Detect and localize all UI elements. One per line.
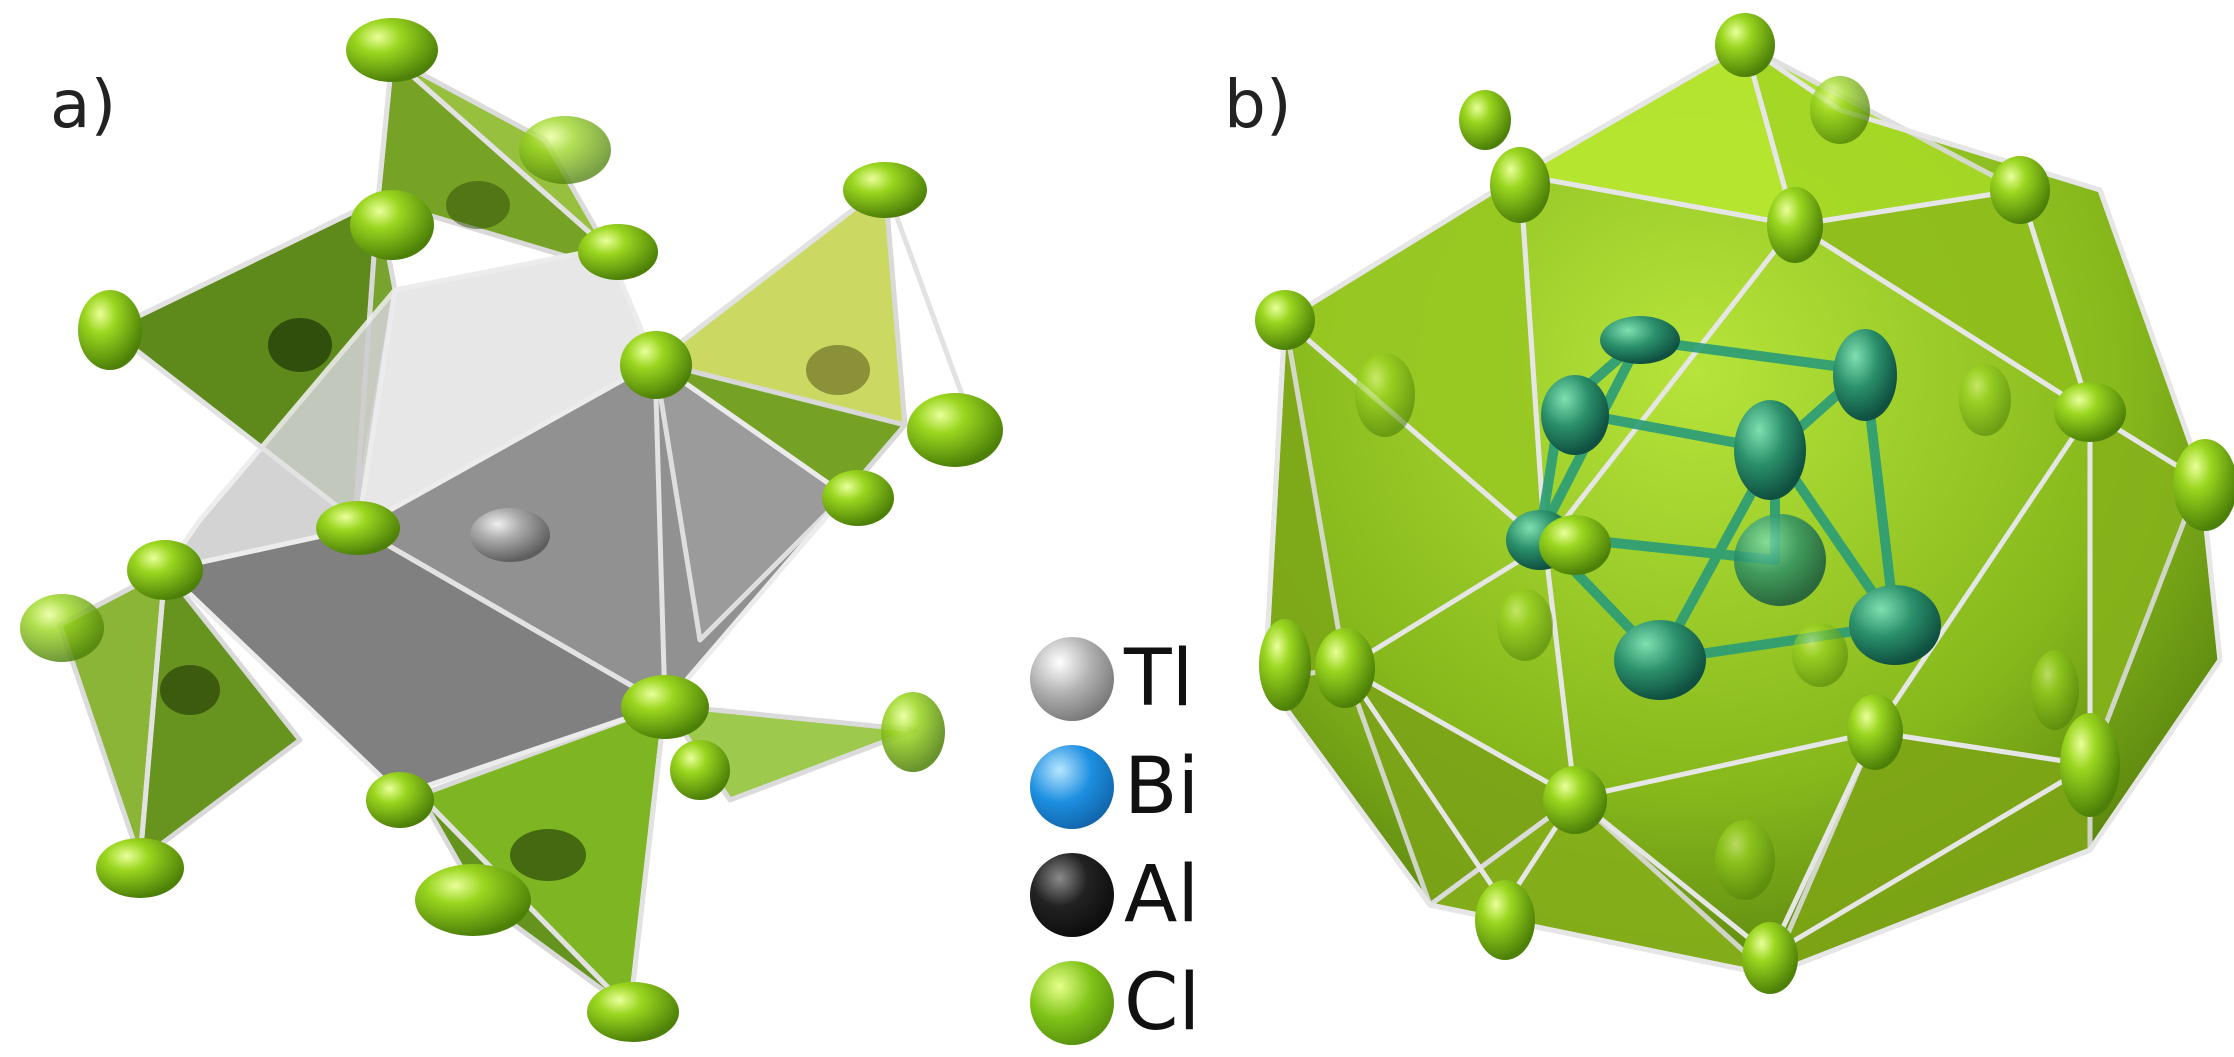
chlorine-atoms [20, 18, 1003, 1042]
al-atom [160, 665, 220, 715]
panel-a-structure [20, 18, 1003, 1042]
tl-sphere-icon [1030, 637, 1114, 721]
bismuth-cluster [1506, 316, 1941, 700]
al-sphere-icon [1030, 853, 1114, 937]
al-atom [446, 181, 510, 229]
al-atom [268, 318, 332, 372]
legend-label: Cl [1124, 958, 1201, 1048]
legend-label: Al [1124, 850, 1200, 940]
panel-a-label: a) [50, 66, 117, 143]
panel-b-label: b) [1224, 66, 1292, 143]
legend-item-bi: Bi [1030, 733, 1200, 841]
legend-label: Tl [1124, 634, 1194, 724]
legend-item-cl: Cl [1030, 949, 1200, 1057]
tl-coordination-polyhedron [162, 245, 848, 798]
legend-label: Bi [1124, 742, 1200, 832]
cl-sphere-icon [1030, 961, 1114, 1045]
al-atom [806, 345, 870, 395]
shell-edges [1262, 42, 2223, 978]
bi-sphere-icon [1030, 745, 1114, 829]
legend-item-tl: Tl [1030, 625, 1200, 733]
chlorine-atoms [1255, 13, 2234, 994]
al-atom [510, 829, 586, 881]
element-legend: Tl Bi Al Cl [1030, 625, 1200, 1057]
legend-item-al: Al [1030, 841, 1200, 949]
panel-b-structure [1255, 13, 2234, 994]
tl-atom [470, 508, 550, 562]
